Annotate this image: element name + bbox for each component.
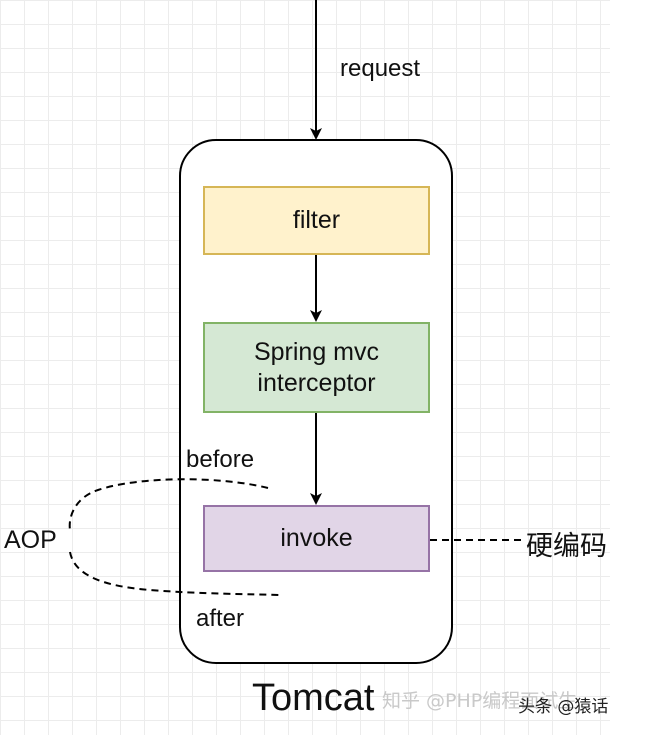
aop-after-curve [69,551,281,596]
hard-coding-label: 硬编码 [526,531,607,562]
background-right-margin [610,0,671,735]
aop-before-curve [68,478,269,531]
zhihu-watermark: 知乎 @PHP编程面试生 [382,690,578,712]
filter-label: filter [292,206,341,234]
request-label: request [340,55,421,82]
after-label: after [196,605,245,632]
tomcat-label: Tomcat [252,677,375,719]
spring-label-line2: interceptor [257,368,376,397]
before-label: before [186,446,255,473]
spring-label-line1: Spring mvc [253,337,380,366]
invoke-box: invoke [203,505,430,572]
aop-label: AOP [4,526,57,554]
spring-mvc-interceptor-box: Spring mvc interceptor [203,322,430,413]
filter-box: filter [203,186,430,255]
toutiao-watermark: 头条 @猿话 [518,697,609,717]
invoke-label: invoke [280,524,353,552]
